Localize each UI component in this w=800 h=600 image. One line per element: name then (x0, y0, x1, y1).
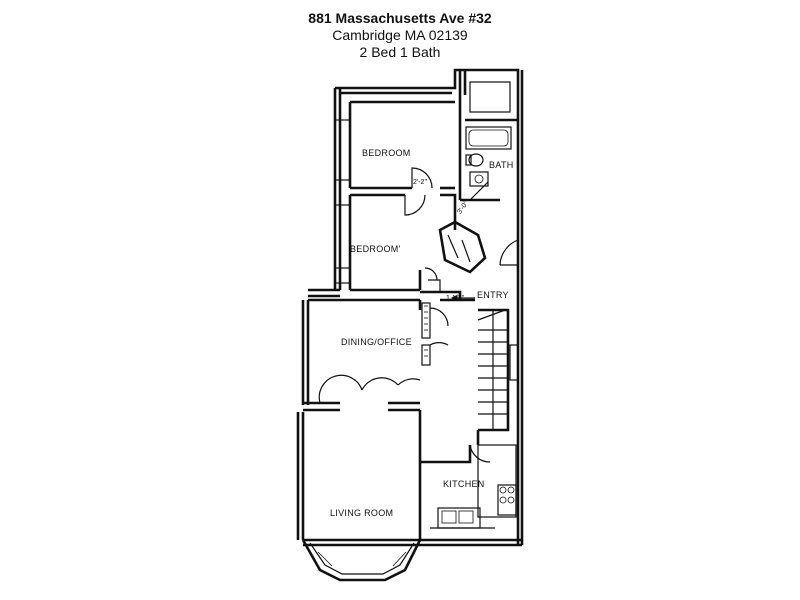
bedroom-1-label: BEDROOM (362, 148, 411, 158)
bedroom-2-walls (336, 193, 457, 292)
living-room-label: LIVING ROOM (330, 508, 393, 518)
entry-walls (420, 279, 475, 302)
exterior-walls (296, 68, 524, 547)
listing-summary: 2 Bed 1 Bath (359, 44, 441, 60)
entry-label: ENTRY (477, 290, 509, 300)
kitchen-walls (418, 410, 517, 540)
kitchen-label: KITCHEN (443, 479, 485, 489)
living-walls (301, 538, 422, 582)
listing-city: Cambridge MA 02139 (332, 27, 468, 43)
dining-label: DINING/OFFICE (341, 337, 412, 347)
bath-label: BATH (489, 160, 514, 170)
dining-walls (303, 298, 449, 412)
stairs (477, 308, 519, 432)
closet-dimension: 2'-2" (413, 179, 427, 186)
listing-address: 881 Massachusetts Ave #32 (308, 10, 492, 26)
listing-header: 881 Massachusetts Ave #32 Cambridge MA 0… (0, 10, 800, 61)
entry-dimension: 1 1/2" (446, 295, 465, 302)
hall-dimension: 3'-0" (456, 200, 470, 216)
bath-walls (458, 70, 518, 202)
hall-closets (438, 220, 519, 274)
bedroom-2-label: BEDROOM' (350, 244, 401, 254)
bedroom-1-walls (336, 100, 455, 190)
